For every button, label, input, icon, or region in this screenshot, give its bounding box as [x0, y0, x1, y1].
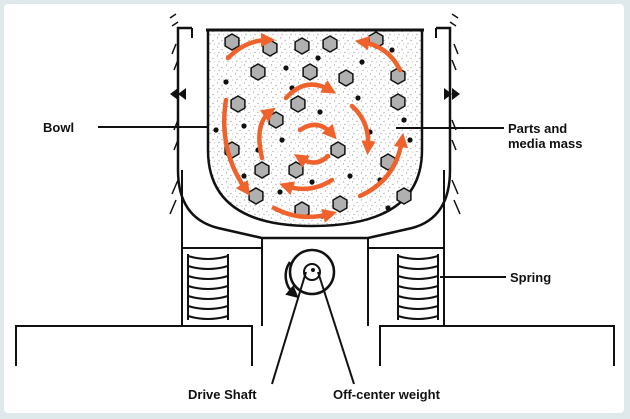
part-hexagon — [250, 63, 266, 81]
part-hexagon — [390, 67, 406, 85]
flow-arrow — [357, 132, 409, 199]
media-dot — [241, 123, 247, 129]
bowl-outer — [176, 26, 452, 240]
base-platform — [15, 325, 253, 366]
parts-media-label-line1: Parts and — [508, 121, 568, 136]
offcenter-weight-label: Off-center weight — [333, 387, 440, 402]
vibration-marks-left — [169, 13, 186, 215]
part-hexagon — [290, 95, 306, 113]
media-dot — [317, 109, 323, 115]
base-platform-right — [379, 325, 615, 366]
flow-arrow — [349, 103, 376, 156]
flow-arrows — [221, 32, 409, 223]
parts-media-label: Parts and media mass — [508, 121, 582, 151]
spring-label: Spring — [510, 270, 552, 285]
rotation-arrow — [284, 261, 299, 299]
off-center-weight — [303, 263, 321, 281]
flow-arrow — [354, 35, 403, 73]
media-dot — [283, 65, 289, 71]
flow-arrow — [279, 177, 335, 196]
part-hexagon — [268, 111, 284, 129]
part-hexagon — [248, 187, 264, 205]
part-hexagon — [322, 35, 338, 53]
part-hexagon — [288, 161, 304, 179]
flow-arrow — [297, 122, 337, 140]
spring-right — [397, 254, 439, 320]
vibration-marks-right — [444, 13, 461, 215]
media-dot — [213, 127, 219, 133]
part-hexagon — [224, 33, 240, 51]
part-hexagon — [230, 95, 246, 113]
flow-arrow — [271, 205, 337, 223]
leader-drive-shaft — [271, 271, 307, 385]
media-dot — [315, 55, 321, 61]
media-dot — [407, 137, 413, 143]
part-hexagon — [302, 63, 318, 81]
flow-arrow — [293, 153, 331, 168]
media-dot — [309, 179, 315, 185]
flow-arrow — [221, 97, 251, 196]
spring-seat-left — [182, 247, 263, 326]
media-dot — [389, 47, 395, 53]
flow-arrow — [283, 80, 337, 101]
part-hexagon — [294, 37, 310, 55]
part-hexagon — [262, 39, 278, 57]
bowl-label: Bowl — [43, 120, 75, 135]
media-dot — [385, 205, 391, 211]
flow-arrow — [225, 32, 276, 61]
part-hexagon — [330, 141, 346, 159]
part-hexagon — [390, 93, 406, 111]
media-dot — [223, 79, 229, 85]
spring-seat-right — [367, 247, 444, 326]
part-hexagon — [332, 195, 348, 213]
flow-arrow — [257, 107, 276, 161]
media-dot — [241, 173, 247, 179]
part-hexagon — [396, 187, 412, 205]
media-dot — [401, 117, 407, 123]
media-dot — [355, 95, 361, 101]
drive-shaft-label: Drive Shaft — [188, 387, 257, 402]
media-dot — [347, 173, 353, 179]
bowl-inner — [206, 28, 424, 228]
spring-left — [187, 254, 229, 320]
parts-media-label-line2: media mass — [508, 136, 583, 151]
media-dot — [279, 137, 285, 143]
media-dot — [359, 59, 365, 65]
part-hexagon — [254, 161, 270, 179]
part-hexagon — [338, 69, 354, 87]
media-dot — [277, 189, 283, 195]
parts-hexagons — [224, 31, 412, 219]
leader-offcenter-weight — [317, 271, 355, 385]
